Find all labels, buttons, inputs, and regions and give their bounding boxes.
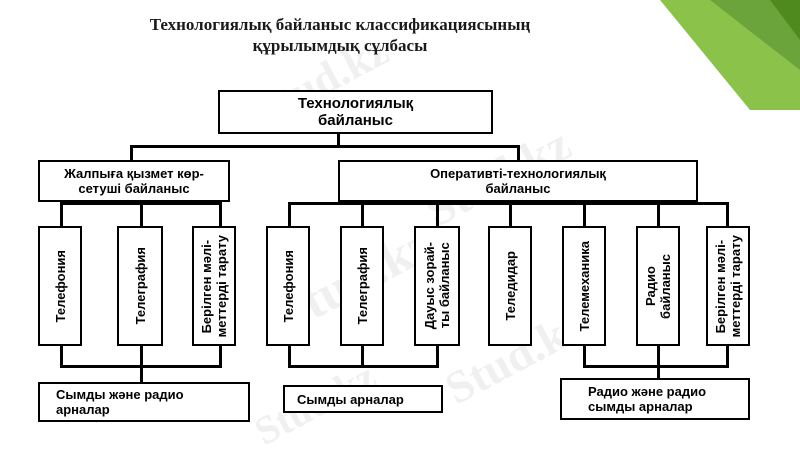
connector-operative-child-4 [509,202,512,226]
connector-operative-child-5 [583,202,586,226]
connector-general-child-1 [60,202,63,226]
node-general-telegraphy: Телеграфия [117,226,163,346]
node-operative-technological-label: Оперативті-технологиялық байланыс [430,166,606,196]
connector-channel-1-b [140,345,143,367]
node-operative-data-transfer-label: Берілген мәлі- меттерді тарату [713,234,743,338]
connector-root-down [337,134,340,146]
slide-title-line-2: құрылымдық сұлбасы [252,36,428,55]
node-channel-radio-wired-radio-label: Радио және радио сымды арналар [588,384,707,414]
node-channel-wired-label: Сымды арналар [297,391,404,407]
slide-title: Технологиялық байланыс классификациясыны… [60,14,620,56]
connector-operative-up [517,145,520,160]
connector-channel-2-a [288,345,291,367]
node-general-telephony-label: Телефония [52,249,68,323]
node-operative-radio-label: Радио байланыс [643,253,673,319]
node-operative-television: Теледидар [488,226,532,346]
connector-general-child-3 [219,202,222,226]
connector-level1-bar [130,145,520,148]
connector-channel-3-bar [583,365,729,368]
node-channel-wired: Сымды арналар [283,385,443,413]
green-accent-shape [660,0,800,110]
node-root: Технологиялық байланыс [218,90,493,134]
node-general-telephony: Телефония [38,226,82,346]
node-operative-telemechanics: Телемеханика [562,226,606,346]
node-operative-technological: Оперативті-технологиялық байланыс [338,160,698,202]
node-general-service: Жалпыға қызмет көр- сетуші байланыс [38,160,230,202]
connector-operative-child-2 [361,202,364,226]
connector-channel-2-c [436,345,439,367]
node-channel-wired-radio-label: Сымды және радио арналар [56,387,184,417]
connector-channel-1-a [60,345,63,367]
node-operative-data-transfer: Берілген мәлі- меттерді тарату [706,226,750,346]
connector-operative-child-1 [288,202,291,226]
node-channel-wired-radio: Сымды және радио арналар [38,382,250,422]
connector-operative-child-7 [726,202,729,226]
slide-title-line-1: Технологиялық байланыс классификациясыны… [149,15,531,34]
node-channel-radio-wired-radio: Радио және радио сымды арналар [560,378,750,420]
connector-general-up [130,145,133,160]
node-root-label: Технологиялық байланыс [297,95,414,129]
node-general-service-label: Жалпыға қызмет көр- сетуші байланыс [64,166,204,196]
connector-general-child-2 [140,202,143,226]
node-general-data-transfer-label: Берілген мәлі- меттерді тарату [199,234,229,338]
connector-channel-3-a [583,345,586,367]
connector-channel-1-down [140,365,143,382]
connector-channel-1-c [219,345,222,367]
node-operative-telephony-label: Телефония [280,249,296,323]
node-operative-telephony: Телефония [266,226,310,346]
connector-operative-bar [288,202,728,205]
node-operative-telegraphy: Телеграфия [340,226,384,346]
node-operative-radio: Радио байланыс [636,226,680,346]
connector-channel-2-b [361,345,364,367]
node-operative-television-label: Теледидар [502,251,518,321]
node-operative-loudspeaker: Дауыс зорай- ты байланыс [414,226,460,346]
connector-channel-3-b [657,345,660,367]
node-operative-loudspeaker-label: Дауыс зорай- ты байланыс [422,242,452,330]
node-general-telegraphy-label: Телеграфия [132,247,148,325]
node-operative-telegraphy-label: Телеграфия [354,247,370,325]
connector-operative-child-3 [436,202,439,226]
node-general-data-transfer: Берілген мәлі- меттерді тарату [192,226,236,346]
connector-channel-3-down [657,365,660,378]
connector-operative-child-6 [657,202,660,226]
node-operative-telemechanics-label: Телемеханика [576,240,592,332]
connector-channel-3-c [726,345,729,367]
